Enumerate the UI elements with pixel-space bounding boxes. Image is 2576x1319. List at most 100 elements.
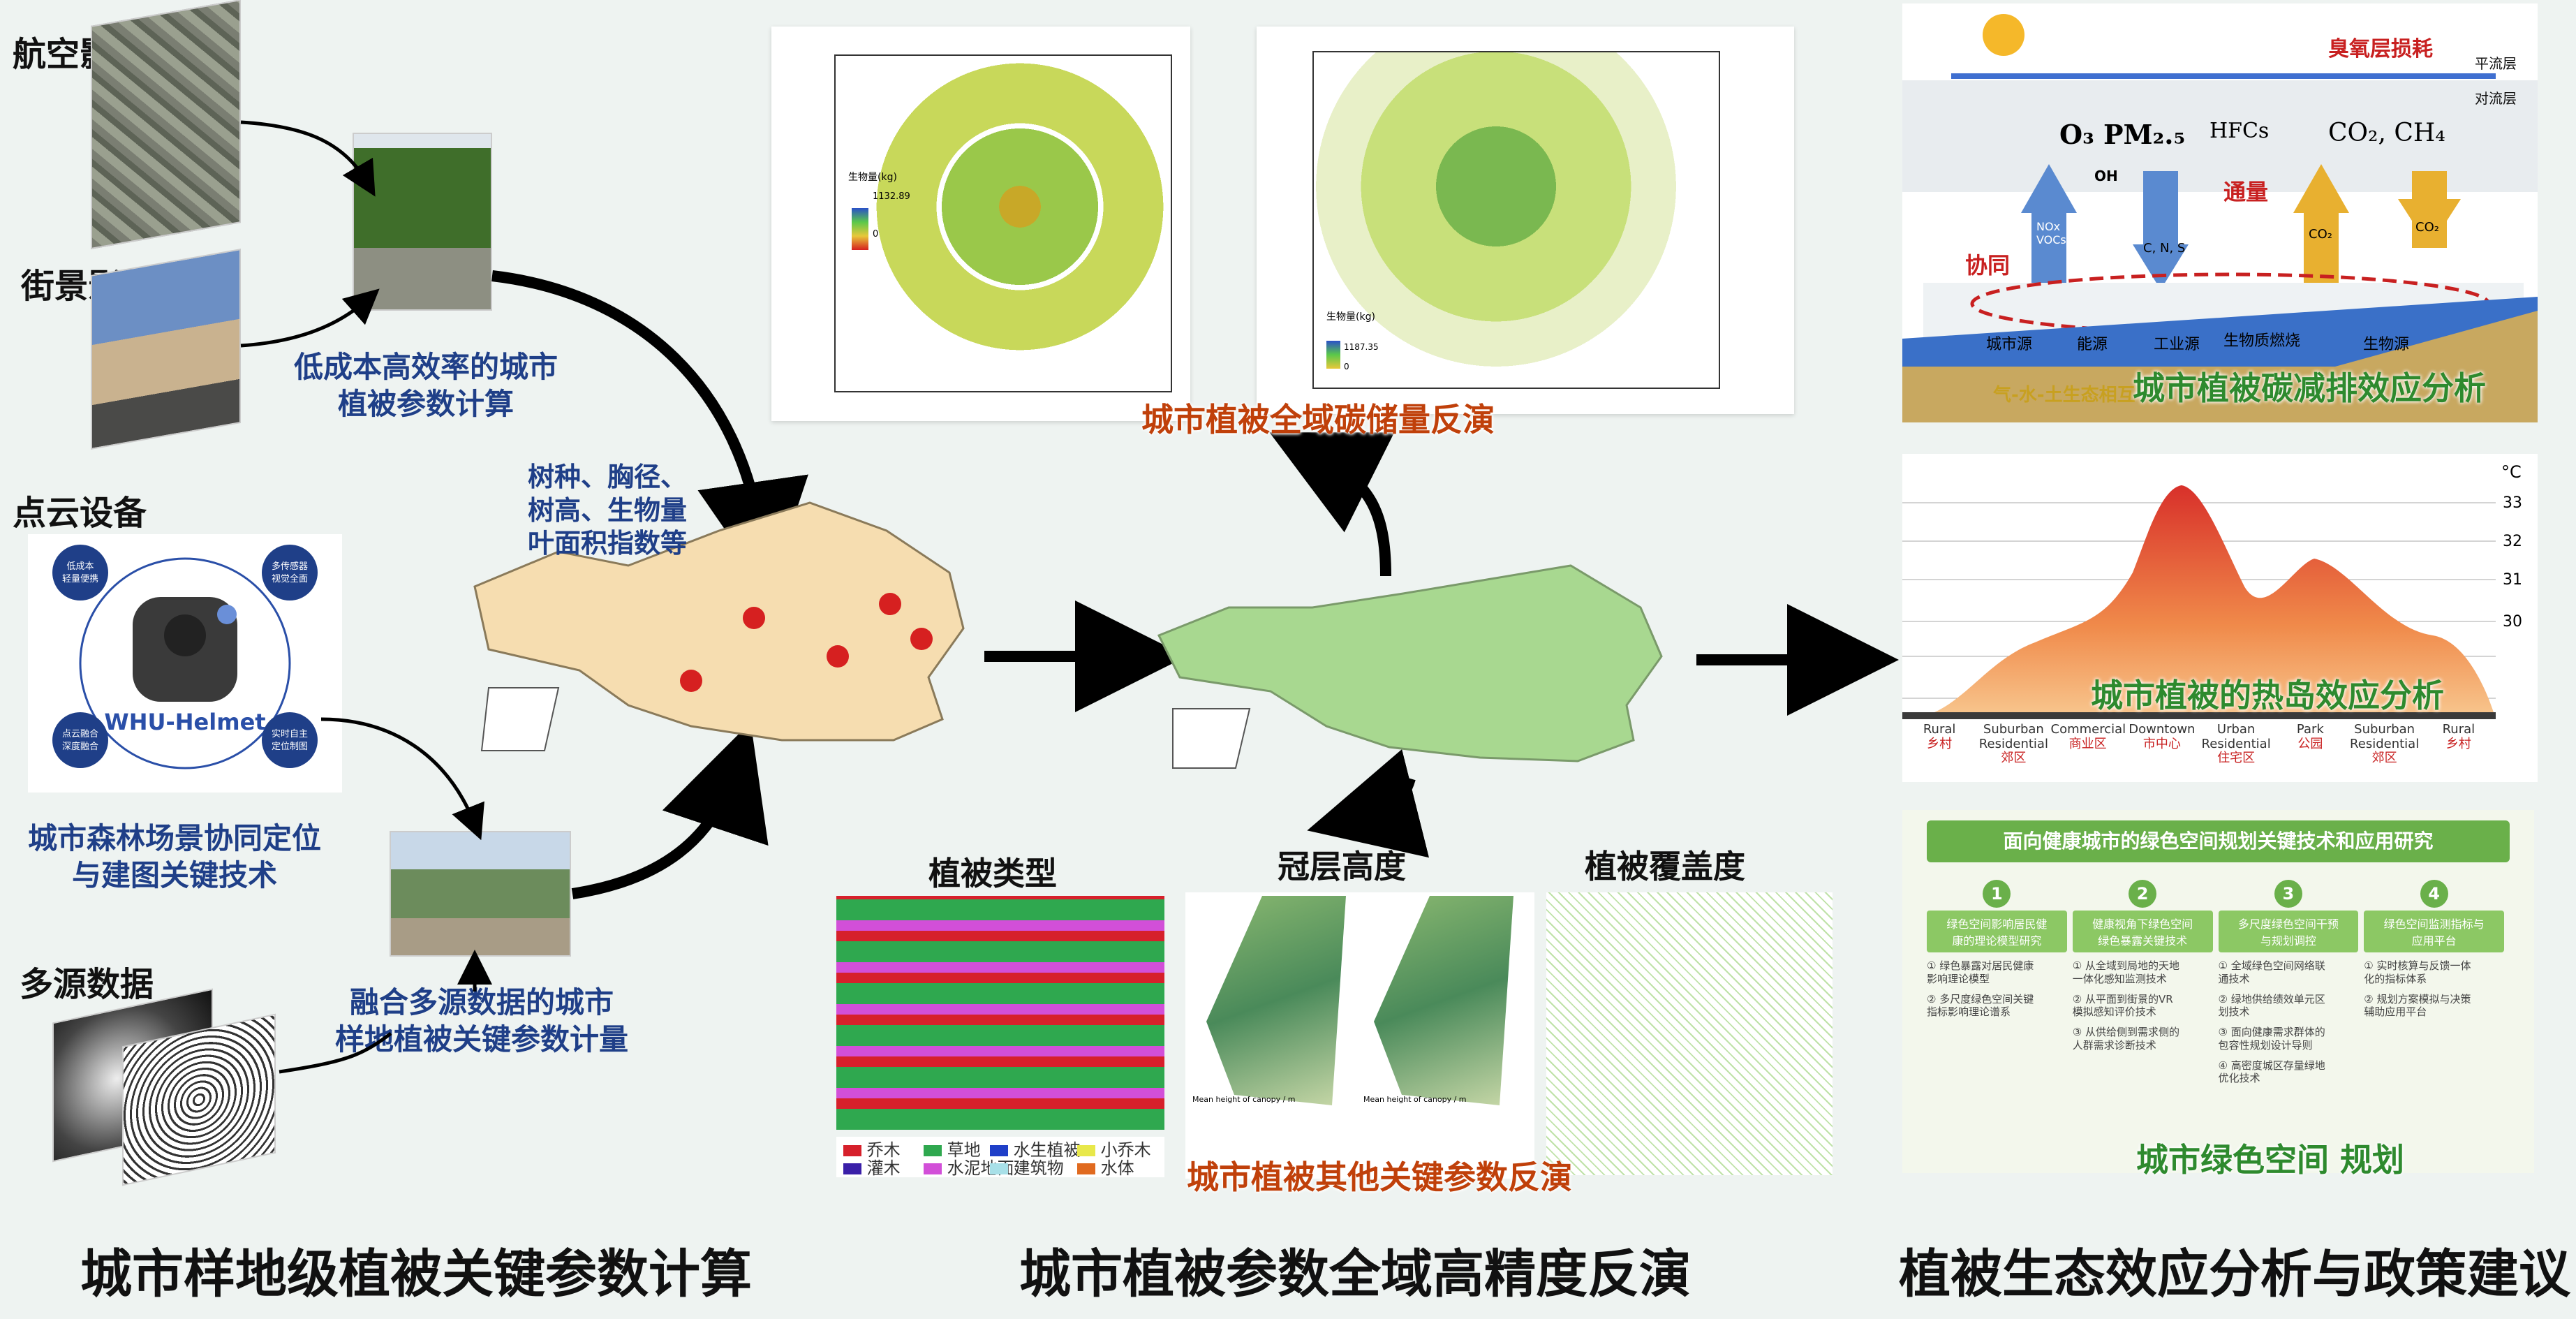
temp-tick-4: 30 <box>2503 613 2522 631</box>
map2-legend-max: 1187.35 <box>1344 342 1379 352</box>
oh-label: OH <box>2094 168 2118 184</box>
plan-column-head: 绿色空间监测指标与 应用平台 <box>2364 911 2504 952</box>
veg-legend-4: 小乔木 <box>1077 1140 1151 1161</box>
source-2: 能源 <box>2077 336 2108 353</box>
veg-legend-5: 灌木 <box>843 1158 901 1179</box>
left-section-title: 城市样地级植被关键参数计算 <box>80 1244 752 1304</box>
china-map-sites <box>473 501 965 751</box>
sun-icon <box>1983 14 2024 56</box>
plan-column-head: 健康视角下绿色空间 绿色暴露关键技术 <box>2072 911 2213 952</box>
params-label: 树种、胸径、 树高、生物量 叶面积指数等 <box>527 462 687 559</box>
helmet-feature-1: 低成本 <box>66 561 94 572</box>
plan-column-head: 绿色空间影响居民健 康的理论模型研究 <box>1927 911 2067 952</box>
heat-island-chart <box>1902 485 2496 719</box>
plan-column-number: 3 <box>2274 880 2302 908</box>
calc-label: 低成本高效率的城市 植被参数计算 <box>293 350 558 421</box>
carbon-label: 城市植被全域碳储量反演 <box>1141 401 1495 439</box>
site-pin-1 <box>743 607 765 629</box>
zone-label-en: Commercial <box>2050 722 2126 737</box>
veg-legend: 乔木 草地 水生植被 小乔木 灌木 水泥地面 建筑物 水体 <box>836 1137 1164 1179</box>
helmet-diagram: 低成本 轻量便携 多传感器 视觉全面 点云融合 深度融合 实时自主 定位制图 W… <box>52 545 318 769</box>
zone-label-en: Urban Residential <box>2201 722 2271 751</box>
svg-text:定位制图: 定位制图 <box>272 742 308 752</box>
plan-title: 面向健康城市的绿色空间规划关键技术和应用研究 <box>1927 820 2510 862</box>
zone-label-zh: 市中心 <box>2142 736 2181 751</box>
planning-panel: 面向健康城市的绿色空间规划关键技术和应用研究 1 绿色空间影响居民健 康的理论模型… <box>1902 810 2534 1173</box>
canopy-legend-title-1: Mean height of canopy / m <box>1192 1095 1296 1104</box>
plan-item: ③ 面向健康需求群体的 包容性规划设计导则 <box>2218 1026 2325 1052</box>
plan-item: ② 多尺度绿色空间关键 指标影响理论谱系 <box>1927 992 2034 1019</box>
source-5: 生物源 <box>2363 336 2410 353</box>
other-params-label: 城市植被其他关键参数反演 <box>1187 1158 1572 1196</box>
temp-tick-2: 32 <box>2503 533 2522 550</box>
carbon-map-2: 生物量(kg) 1187.35 0 <box>1257 27 1794 414</box>
plan-item: ① 全域绿色空间网络联 通技术 <box>2218 959 2325 985</box>
zone-label-en: Downtown <box>2129 722 2196 737</box>
zone-label-zh: 郊区 <box>2371 751 2397 766</box>
stratosphere-label: 平流层 <box>2475 55 2517 72</box>
plan-item: ① 实时核算与反馈一体 化的指标体系 <box>2364 959 2471 985</box>
zone-label-en: Park <box>2296 722 2324 737</box>
campus-photo <box>390 831 571 957</box>
zone-label-zh: 乡村 <box>1927 736 1953 751</box>
svg-text:轻量便携: 轻量便携 <box>62 573 98 584</box>
co2-label-b: CO₂ <box>2415 220 2439 235</box>
zone-label-zh: 住宅区 <box>2217 751 2256 766</box>
veg-legend-8: 水体 <box>1077 1158 1134 1179</box>
cns-label: C, N, S <box>2143 241 2186 256</box>
veg-legend-3: 水生植被 <box>990 1140 1081 1161</box>
plan-column-head: 多尺度绿色空间干预 与规划调控 <box>2218 911 2359 952</box>
map2-legend-title: 生物量(kg) <box>1326 311 1375 323</box>
helmet-feature-3: 点云融合 <box>62 729 98 739</box>
site-pin-3 <box>910 628 933 650</box>
plan-item: ② 规划方案模拟与决策 辅助应用平台 <box>2364 992 2471 1019</box>
zone-label-zh: 乡村 <box>2445 736 2471 751</box>
zone-label-en: Rural <box>2442 722 2475 737</box>
temp-tick-3: 31 <box>2503 571 2522 589</box>
map1-legend-title: 生物量(kg) <box>848 172 897 183</box>
site-pin-5 <box>680 670 702 692</box>
carbon-map-1: 生物量(kg) 1132.89 0 <box>771 27 1190 421</box>
ozone-label: 臭氧层损耗 <box>2328 37 2433 61</box>
map2-legend-min: 0 <box>1344 362 1349 371</box>
plan-item: ① 从全域到局地的天地 一体化感知监测技术 <box>2072 959 2179 985</box>
svg-text:视觉全面: 视觉全面 <box>272 573 308 584</box>
cloud-label: 点云设备 <box>13 494 147 533</box>
zone-label-en: Suburban Residential <box>1978 722 2048 751</box>
synergy-label: 协同 <box>1965 252 2011 279</box>
canopy-legend-title-2: Mean height of canopy / m <box>1363 1095 1467 1104</box>
helmet-name: WHU-Helmet <box>104 709 265 735</box>
veg-type-label: 植被类型 <box>928 855 1057 892</box>
site-pin-2 <box>879 593 901 615</box>
troposphere-label: 对流层 <box>2475 90 2517 107</box>
map1-legend-min: 0 <box>873 229 879 240</box>
carbon-effect-label: 城市植被碳减排效应分析 <box>2133 369 2486 407</box>
plan-item: ④ 高密度城区存量绿地 优化技术 <box>2218 1059 2325 1085</box>
temp-tick-1: 33 <box>2503 494 2522 512</box>
plan-item: ① 绿色暴露对居民健康 影响理论模型 <box>1927 959 2034 985</box>
map1-legend-max: 1132.89 <box>873 191 910 202</box>
helmet-feature-4: 实时自主 <box>272 729 308 739</box>
china-map-vegetation <box>1157 564 1663 769</box>
plan-column-number: 1 <box>1983 880 2011 908</box>
zone-label-zh: 郊区 <box>2001 751 2027 766</box>
right-section-title: 植被生态效应分析与政策建议 <box>1899 1244 2570 1304</box>
plan-label: 城市绿色空间 规划 <box>2136 1141 2405 1179</box>
flux-label: 通量 <box>2223 179 2269 205</box>
tree-photo <box>353 133 492 311</box>
canopy-map: Mean height of canopy / m Mean height of… <box>1185 892 1534 1179</box>
zone-label-zh: 商业区 <box>2068 736 2107 751</box>
veg-legend-1: 乔木 <box>843 1140 901 1161</box>
middle-section-title: 城市植被参数全域高精度反演 <box>1019 1244 1691 1304</box>
slam-label: 城市森林场景协同定位 与建图关键技术 <box>27 821 321 892</box>
cover-label: 植被覆盖度 <box>1585 848 1745 885</box>
plan-columns: 1 绿色空间影响居民健 康的理论模型研究 ① 绿色暴露对居民健康 影响理论模型 ② 多… <box>1927 880 2510 1159</box>
